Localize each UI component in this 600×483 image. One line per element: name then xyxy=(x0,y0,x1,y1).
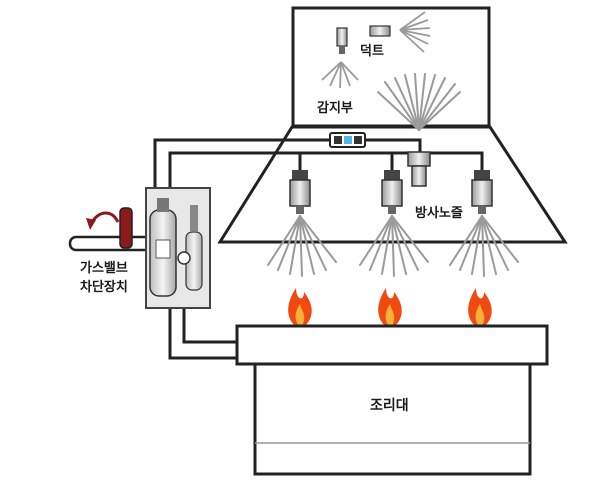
sensor-label: 감지부 xyxy=(317,101,353,116)
hood-spray xyxy=(267,215,519,277)
gas-valve-label-line1: 가스밸브 xyxy=(80,261,128,276)
counter-top xyxy=(235,324,549,366)
gas-valve-label-line2: 차단장치 xyxy=(80,280,128,295)
gas-valve-icon xyxy=(68,207,154,252)
duct-nozzle-icon xyxy=(407,151,431,187)
flame-icon xyxy=(288,288,492,330)
counter-body xyxy=(253,362,532,476)
counter-label: 조리대 xyxy=(370,398,409,414)
duct-box xyxy=(291,6,491,128)
nozzle-label: 방사노즐 xyxy=(415,206,463,221)
duct-nozzle-legend xyxy=(321,11,431,89)
duct-spray xyxy=(377,73,461,131)
spray-nozzle-icon xyxy=(289,170,493,214)
supply-pipes xyxy=(168,308,237,360)
duct-label: 덕트 xyxy=(360,44,384,59)
sensor-icon xyxy=(329,132,366,148)
extinguisher-cylinder-icon xyxy=(145,187,211,309)
